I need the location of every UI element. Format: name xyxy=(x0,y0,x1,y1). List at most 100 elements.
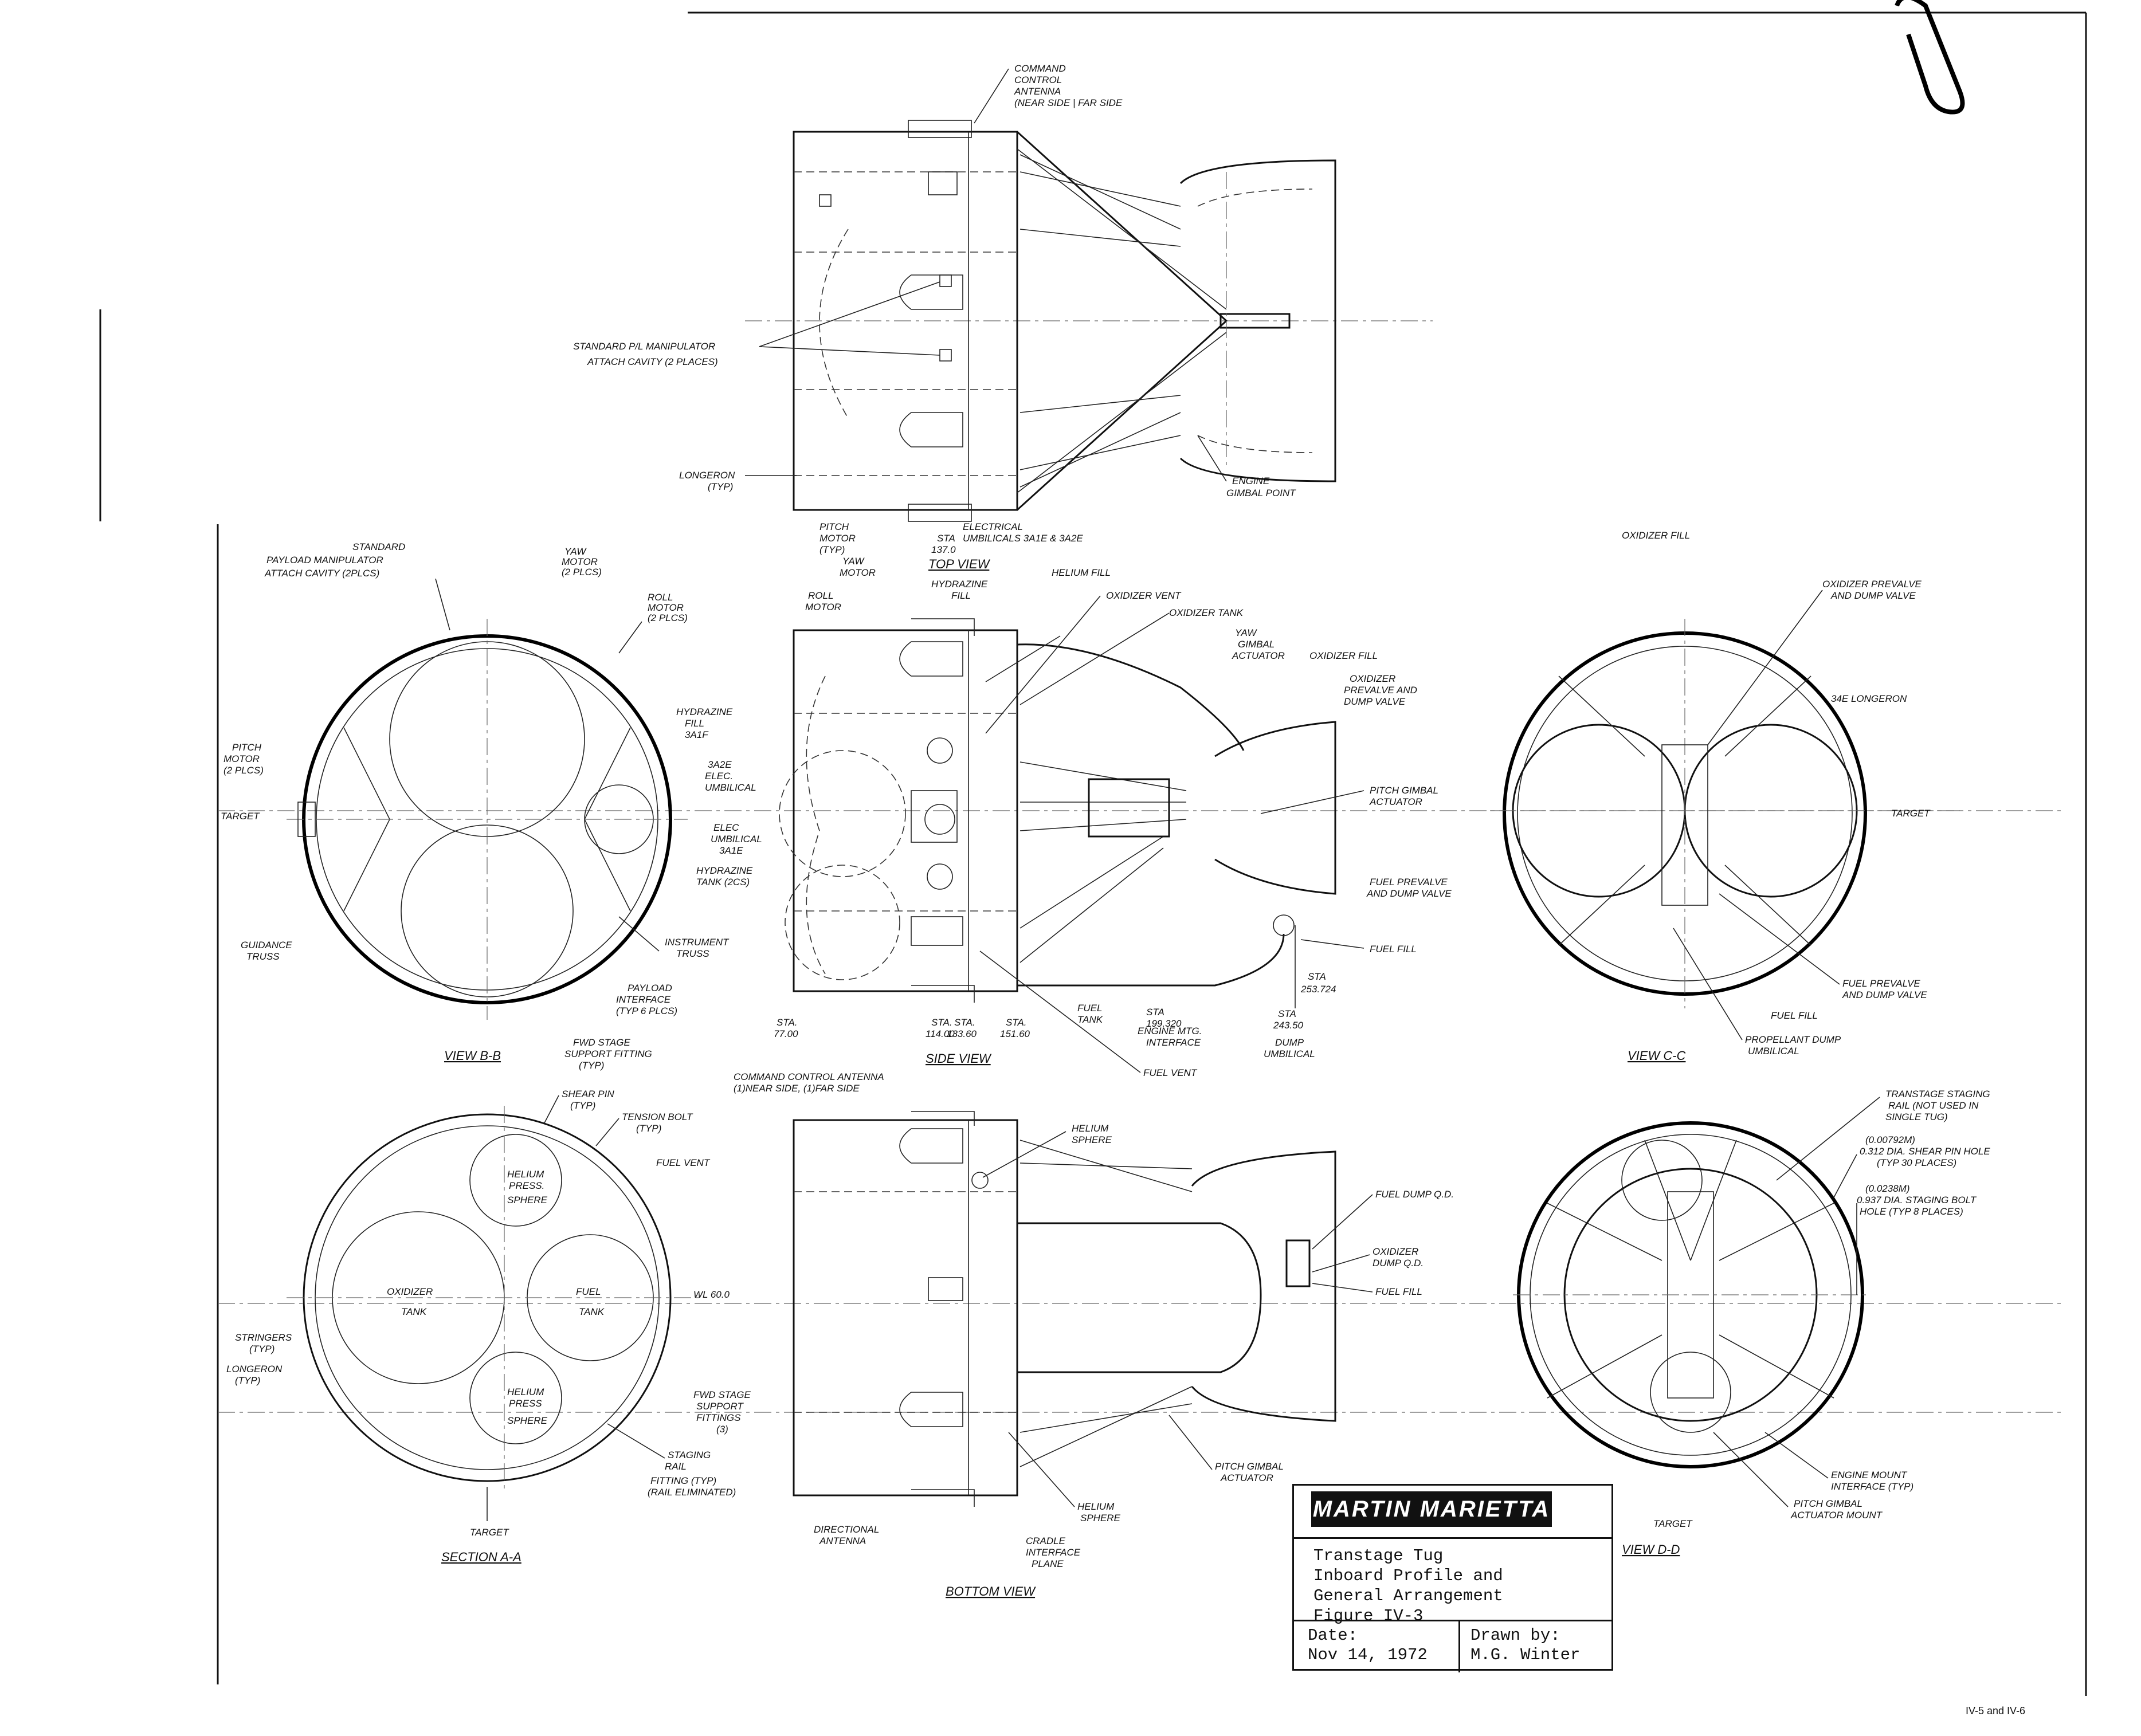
svg-text:FUEL DUMP Q.D.: FUEL DUMP Q.D. xyxy=(1375,1189,1454,1200)
svg-text:HOLE (TYP 8 PLACES): HOLE (TYP 8 PLACES) xyxy=(1860,1206,1963,1217)
svg-text:CRADLE: CRADLE xyxy=(1026,1535,1066,1546)
svg-text:TARGET: TARGET xyxy=(221,811,260,822)
svg-text:VIEW D-D: VIEW D-D xyxy=(1622,1542,1680,1557)
svg-text:PAYLOAD: PAYLOAD xyxy=(628,983,672,993)
svg-text:MOTOR: MOTOR xyxy=(648,602,684,613)
svg-text:SHEAR PIN: SHEAR PIN xyxy=(562,1089,614,1099)
svg-text:DUMP VALVE: DUMP VALVE xyxy=(1344,696,1406,707)
svg-text:(NEAR SIDE | FAR SIDE: (NEAR SIDE | FAR SIDE xyxy=(1014,97,1123,108)
side-view-drawing xyxy=(779,618,1336,1008)
svg-text:(1)NEAR SIDE, (1)FAR SIDE: (1)NEAR SIDE, (1)FAR SIDE xyxy=(734,1083,860,1094)
svg-text:HELIUM: HELIUM xyxy=(1077,1501,1115,1512)
drawing-title: Transtage Tug Inboard Profile and Genera… xyxy=(1294,1537,1611,1626)
svg-text:UMBILICAL: UMBILICAL xyxy=(711,834,762,845)
view-cc-drawing xyxy=(1490,619,1960,1008)
svg-text:77.00: 77.00 xyxy=(774,1028,798,1039)
svg-text:TARGET: TARGET xyxy=(1653,1518,1693,1529)
svg-text:PITCH: PITCH xyxy=(232,742,262,753)
svg-text:FUEL FILL: FUEL FILL xyxy=(1771,1010,1818,1021)
svg-text:0.312 DIA. SHEAR PIN HOLE: 0.312 DIA. SHEAR PIN HOLE xyxy=(1860,1146,1990,1157)
svg-text:(2 PLCS): (2 PLCS) xyxy=(223,765,264,776)
svg-text:(0.0238M): (0.0238M) xyxy=(1865,1183,1909,1194)
view-bb-labels: STANDARD PAYLOAD MANIPULATOR ATTACH CAVI… xyxy=(221,541,762,1071)
svg-text:OXIDIZER FILL: OXIDIZER FILL xyxy=(1309,650,1378,661)
top-view-drawing xyxy=(793,120,1336,522)
svg-text:FWD STAGE: FWD STAGE xyxy=(693,1389,751,1400)
svg-text:SIDE VIEW: SIDE VIEW xyxy=(926,1051,992,1066)
svg-text:ELEC.: ELEC. xyxy=(705,771,733,781)
svg-text:DUMP Q.D.: DUMP Q.D. xyxy=(1373,1258,1424,1268)
svg-text:GIMBAL POINT: GIMBAL POINT xyxy=(1226,488,1296,498)
svg-text:LONGERON: LONGERON xyxy=(226,1364,283,1374)
svg-text:MOTOR: MOTOR xyxy=(805,602,841,612)
svg-text:INTERFACE: INTERFACE xyxy=(616,994,671,1005)
svg-text:YAW: YAW xyxy=(842,556,865,567)
paper-clip-icon xyxy=(1895,0,1965,115)
svg-text:DUMP: DUMP xyxy=(1275,1037,1304,1048)
svg-text:INTERFACE (TYP): INTERFACE (TYP) xyxy=(1831,1481,1913,1492)
svg-text:MOTOR: MOTOR xyxy=(840,567,876,578)
svg-text:STA: STA xyxy=(937,533,955,544)
svg-text:UMBILICAL: UMBILICAL xyxy=(1264,1048,1315,1059)
svg-text:114.00: 114.00 xyxy=(926,1028,955,1039)
svg-text:ANTENNA: ANTENNA xyxy=(819,1535,866,1546)
svg-text:(TYP 6 PLCS): (TYP 6 PLCS) xyxy=(616,1006,677,1016)
svg-text:3A1E: 3A1E xyxy=(719,845,743,856)
drawn-by-value: M.G. Winter xyxy=(1471,1645,1581,1664)
svg-text:137.0: 137.0 xyxy=(931,544,956,555)
title-line: Transtage Tug xyxy=(1313,1546,1444,1565)
svg-text:TENSION BOLT: TENSION BOLT xyxy=(622,1111,693,1122)
svg-text:RAIL: RAIL xyxy=(665,1461,687,1472)
svg-text:AND DUMP VALVE: AND DUMP VALVE xyxy=(1842,989,1927,1000)
svg-text:GIMBAL: GIMBAL xyxy=(1238,639,1275,650)
svg-text:253.724: 253.724 xyxy=(1300,984,1336,995)
svg-text:OXIDIZER TANK: OXIDIZER TANK xyxy=(1169,607,1244,618)
svg-text:243.50: 243.50 xyxy=(1273,1020,1304,1031)
svg-text:ACTUATOR: ACTUATOR xyxy=(1369,796,1422,807)
svg-text:(TYP): (TYP) xyxy=(636,1123,661,1134)
svg-text:199.320: 199.320 xyxy=(1146,1018,1182,1029)
svg-text:UMBILICAL: UMBILICAL xyxy=(705,782,756,793)
svg-text:3A1F: 3A1F xyxy=(685,729,709,740)
svg-text:ELECTRICAL: ELECTRICAL xyxy=(963,521,1023,532)
svg-text:GUIDANCE: GUIDANCE xyxy=(241,940,292,951)
svg-text:PITCH GIMBAL: PITCH GIMBAL xyxy=(1794,1498,1862,1509)
svg-text:(TYP): (TYP) xyxy=(579,1060,604,1071)
svg-text:HELIUM FILL: HELIUM FILL xyxy=(1052,567,1111,578)
svg-text:INSTRUMENT: INSTRUMENT xyxy=(665,937,730,948)
svg-text:BOTTOM VIEW: BOTTOM VIEW xyxy=(946,1584,1036,1598)
svg-text:TANK: TANK xyxy=(1077,1014,1103,1025)
top-view-labels: COMMAND CONTROL ANTENNA (NEAR SIDE | FAR… xyxy=(573,63,1296,571)
svg-text:UMBILICAL: UMBILICAL xyxy=(1748,1046,1799,1056)
svg-text:LONGERON: LONGERON xyxy=(679,470,735,481)
svg-text:HYDRAZINE: HYDRAZINE xyxy=(696,865,753,876)
svg-text:OXIDIZER VENT: OXIDIZER VENT xyxy=(1106,590,1182,601)
svg-text:STA.: STA. xyxy=(931,1017,952,1028)
sheet-frame xyxy=(99,11,2087,1696)
svg-text:(TYP): (TYP) xyxy=(819,544,845,555)
svg-text:STA.: STA. xyxy=(1006,1017,1027,1028)
svg-text:FITTING (TYP): FITTING (TYP) xyxy=(650,1475,716,1486)
title-line: Inboard Profile and xyxy=(1313,1566,1503,1585)
svg-text:3A2E: 3A2E xyxy=(708,759,732,770)
svg-text:FUEL: FUEL xyxy=(1077,1003,1102,1014)
bottom-view-labels: COMMAND CONTROL ANTENNA (1)NEAR SIDE, (1… xyxy=(693,1071,1454,1598)
svg-text:PITCH GIMBAL: PITCH GIMBAL xyxy=(1370,785,1438,796)
svg-text:HYDRAZINE: HYDRAZINE xyxy=(931,579,988,590)
svg-text:(TYP 30 PLACES): (TYP 30 PLACES) xyxy=(1877,1157,1956,1168)
svg-text:VIEW B-B: VIEW B-B xyxy=(444,1048,501,1063)
svg-text:STANDARD: STANDARD xyxy=(352,541,405,552)
title-line: General Arrangement xyxy=(1313,1586,1503,1605)
svg-text:ROLL: ROLL xyxy=(648,592,673,603)
svg-text:SUPPORT FITTING: SUPPORT FITTING xyxy=(564,1048,652,1059)
svg-text:FUEL FILL: FUEL FILL xyxy=(1375,1286,1422,1297)
svg-text:FWD STAGE: FWD STAGE xyxy=(573,1037,630,1048)
svg-text:TOP VIEW: TOP VIEW xyxy=(928,557,991,571)
svg-text:SECTION A-A: SECTION A-A xyxy=(441,1550,521,1564)
svg-text:COMMAND CONTROL ANTENNA: COMMAND CONTROL ANTENNA xyxy=(734,1071,884,1082)
svg-text:VIEW C-C: VIEW C-C xyxy=(1628,1048,1686,1063)
svg-text:ATTACH CAVITY (2 PLACES): ATTACH CAVITY (2 PLACES) xyxy=(587,356,718,367)
svg-text:ANTENNA: ANTENNA xyxy=(1014,86,1061,97)
svg-text:MOTOR: MOTOR xyxy=(223,753,260,764)
svg-text:RAIL (NOT USED IN: RAIL (NOT USED IN xyxy=(1888,1100,1979,1111)
